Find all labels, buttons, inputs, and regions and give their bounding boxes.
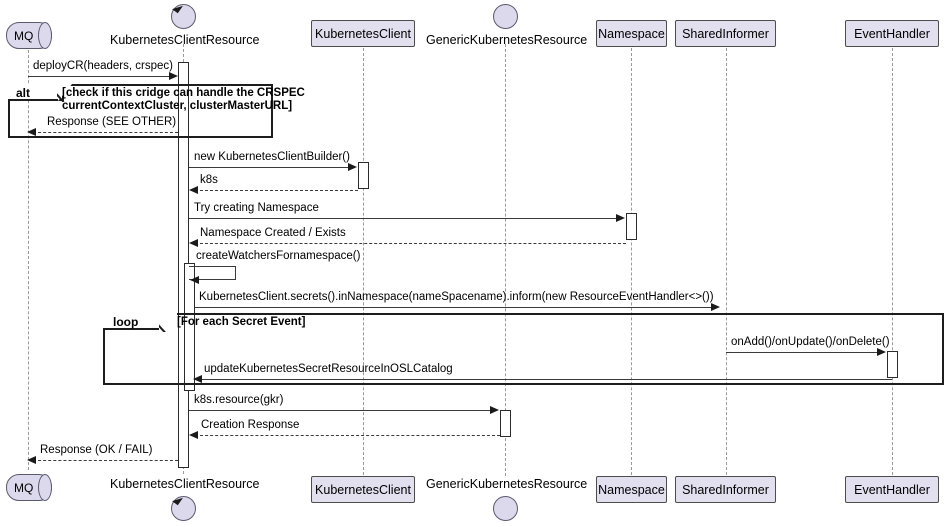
participant-kubernetesclient-bottom-label: KubernetesClient (315, 482, 411, 497)
message-arrowhead-k8s-resource-gkr (490, 406, 499, 414)
message-arrowhead-response-see-other (27, 128, 36, 136)
message-arrowhead-createwatchersfornamespace (190, 276, 199, 284)
participant-namespace-bottom-label: Namespace (598, 482, 665, 497)
message-line-onadd-onupdate-ondelete (726, 352, 878, 353)
fragment-loop-guard: [For each Secret Event] (177, 316, 306, 328)
control-circle-icon (171, 4, 196, 29)
fragment-alt-operator: alt (16, 86, 31, 100)
message-label-response-see-other: Response (SEE OTHER) (47, 116, 177, 128)
participant-generickubernetesresource-bottom-label: GenericKubernetesResource (426, 477, 588, 491)
message-arrowhead-response-ok-fail (27, 456, 36, 464)
participant-kubernetesclientresource-bottom-label: KubernetesClientResource (110, 477, 260, 491)
participant-eventhandler-bottom[interactable]: EventHandler (845, 476, 939, 503)
message-label-updatekubernetessecretresourceinoslcatalog: updateKubernetesSecretResourceInOSLCatal… (204, 363, 453, 375)
participant-kubernetesclient-top[interactable]: KubernetesClient (311, 20, 415, 47)
message-label-createwatchersfornamespace: createWatchersFornamespace() (196, 250, 361, 262)
mq-bottom-cylinder-end (38, 474, 52, 501)
message-label-response-ok-fail: Response (OK / FAIL) (40, 444, 153, 456)
lifeline-kubernetesclient (363, 48, 364, 475)
message-arrowhead-onadd-onupdate-ondelete (877, 348, 886, 356)
message-arrowhead-new-kubernetesclientbuilder (348, 163, 357, 171)
participant-namespace-top-label: Namespace (598, 26, 665, 41)
participant-namespace-bottom[interactable]: Namespace (596, 476, 667, 503)
message-label-k8s: k8s (200, 174, 218, 186)
lifeline-sharedinformer (726, 48, 727, 475)
message-line-response-ok-fail (33, 460, 178, 461)
fragment-alt (8, 84, 273, 138)
participant-kubernetesclientresource-top-label: KubernetesClientResource (110, 33, 260, 47)
participant-eventhandler-bottom-label: EventHandler (854, 482, 930, 497)
message-label-namespace-created-exists: Namespace Created / Exists (200, 227, 346, 239)
mq-top-cylinder-end (38, 22, 52, 49)
message-line-updatekubernetessecretresourceinoslcatalog (199, 379, 892, 380)
message-label-creation-response: Creation Response (201, 419, 300, 431)
activation-kubernetesclientresource-nested (184, 263, 195, 391)
participant-namespace-top[interactable]: Namespace (596, 20, 667, 47)
participant-kubernetesclient-bottom[interactable]: KubernetesClient (311, 476, 415, 503)
message-line-namespace-created-exists (195, 243, 626, 244)
fragment-loop-operator: loop (113, 315, 139, 329)
participant-mq-top-label: MQ (14, 28, 34, 43)
participant-eventhandler-top-label: EventHandler (854, 26, 930, 41)
participant-eventhandler-top[interactable]: EventHandler (845, 20, 939, 47)
participant-kubernetesclient-top-label: KubernetesClient (315, 26, 411, 41)
participant-mq-bottom-label: MQ (14, 480, 34, 495)
message-line-k8s (195, 190, 358, 191)
activation-namespace (626, 213, 637, 240)
lifeline-mq (28, 50, 29, 470)
activation-eventhandler (887, 351, 898, 378)
lifeline-generickubernetesresource (505, 44, 506, 476)
message-line-response-see-other (33, 132, 178, 133)
control-circle-icon (493, 496, 518, 521)
activation-kubernetesclient (358, 162, 369, 189)
message-label-try-creating-namespace: Try creating Namespace (194, 202, 319, 214)
message-arrowhead-k8s (189, 186, 198, 194)
control-circle-icon (493, 4, 518, 29)
message-line-inform (195, 307, 713, 308)
fragment-loop-tab-diagonal (159, 312, 177, 332)
message-line-new-kubernetesclientbuilder (189, 167, 350, 168)
activation-generickubernetesresource (500, 410, 511, 437)
message-line-try-creating-namespace (189, 218, 618, 219)
message-label-inform: KubernetesClient.secrets().inNamespace(n… (199, 291, 714, 303)
lifeline-eventhandler (892, 48, 893, 475)
control-circle-icon (171, 496, 196, 521)
message-line-creation-response (195, 435, 500, 436)
message-arrowhead-namespace-created-exists (189, 239, 198, 247)
message-label-new-kubernetesclientbuilder: new KubernetesClientBuilder() (194, 151, 350, 163)
lifeline-namespace (631, 48, 632, 475)
message-label-onadd-onupdate-ondelete: onAdd()/onUpdate()/onDelete() (731, 336, 890, 348)
message-arrowhead-creation-response (189, 431, 198, 439)
participant-sharedinformer-top[interactable]: SharedInformer (675, 20, 776, 47)
participant-sharedinformer-top-label: SharedInformer (682, 26, 769, 41)
participant-generickubernetesresource-top-label: GenericKubernetesResource (426, 33, 588, 47)
message-selfcall-createwatchersfornamespace (189, 266, 236, 280)
message-line-deploycr (28, 76, 171, 77)
participant-sharedinformer-bottom-label: SharedInformer (682, 482, 769, 497)
participant-sharedinformer-bottom[interactable]: SharedInformer (675, 476, 776, 503)
message-arrowhead-updatekubernetessecretresourceinoslcatalog (193, 375, 202, 383)
message-label-k8s-resource-gkr: k8s.resource(gkr) (194, 394, 284, 406)
fragment-alt-guard: [check if this cridge can handle the CRS… (62, 87, 305, 112)
message-arrowhead-try-creating-namespace (616, 214, 625, 222)
message-arrowhead-inform (711, 303, 720, 311)
message-label-deploycr: deployCR(headers, crspec) (33, 60, 173, 72)
message-arrowhead-deploycr (169, 72, 178, 80)
fragment-loop (103, 313, 944, 385)
message-line-k8s-resource-gkr (189, 410, 492, 411)
